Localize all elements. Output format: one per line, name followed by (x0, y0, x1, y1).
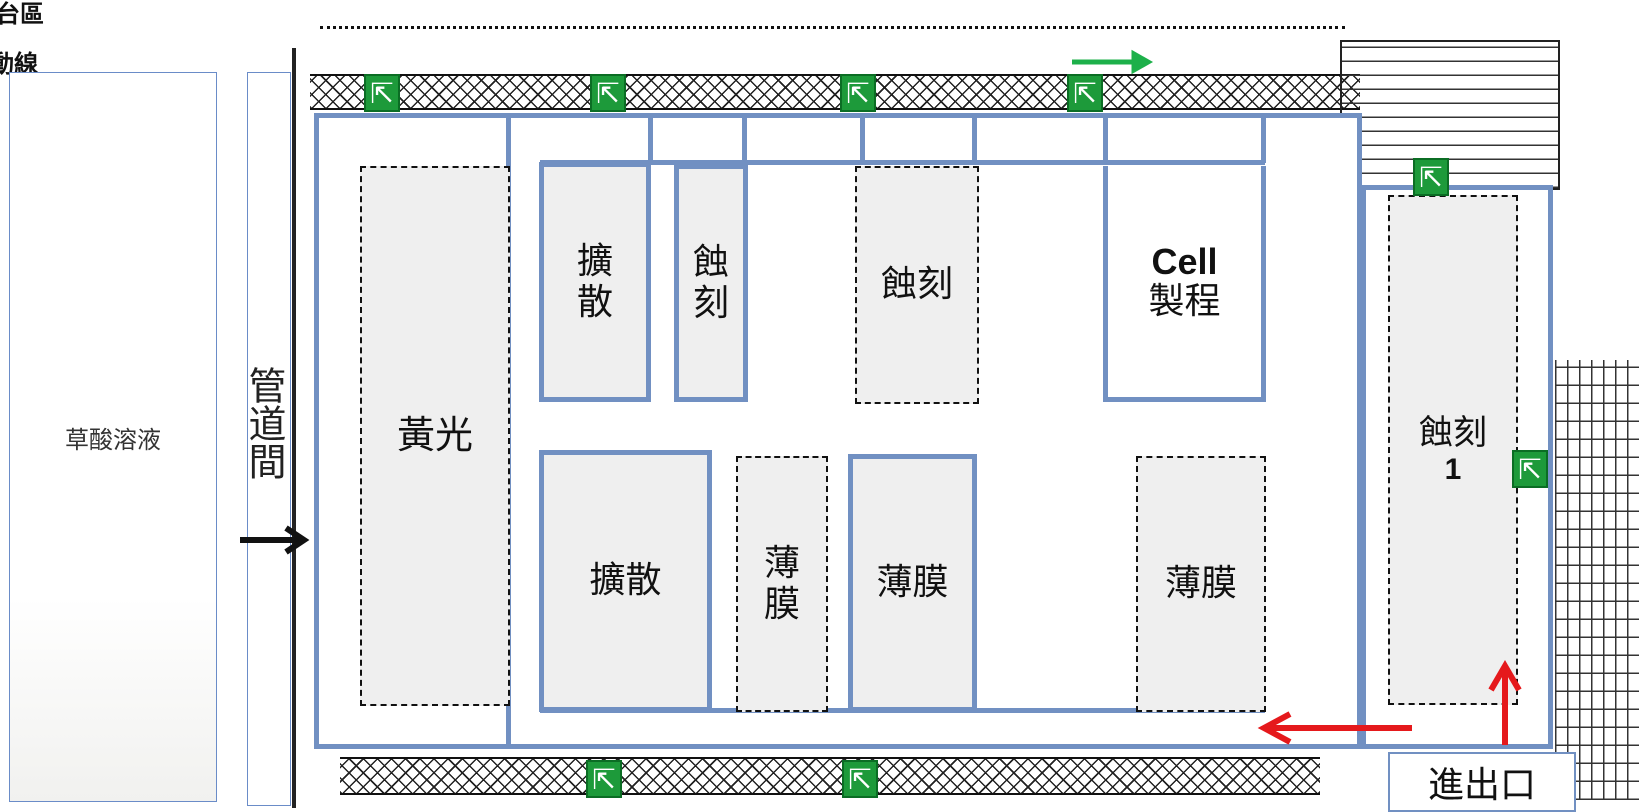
bottom-wall-hatch (340, 757, 1320, 795)
bay-divider-2 (742, 113, 747, 163)
pipe-corridor-panel (247, 72, 291, 806)
right-structure (1340, 40, 1560, 190)
left-wall (292, 48, 296, 808)
zone-film-narrow-label: 薄 膜 (763, 542, 800, 625)
zone-diffusion-top: 擴 散 (539, 162, 651, 402)
emergency-exit-icon: ⇱ (590, 74, 626, 112)
bay-divider-6 (1261, 113, 1266, 163)
zone-cell-process-label-2: 製程 (1148, 280, 1221, 322)
emergency-exit-icon: ⇱ (364, 74, 400, 112)
zone-film-right: 薄膜 (1136, 456, 1266, 712)
pipe-corridor-label: 管道間 (242, 366, 286, 480)
zone-etch-1-label-2: 1 (1444, 453, 1462, 487)
zone-cell-process-label-1: Cell (1151, 240, 1218, 282)
bay-divider-5 (1103, 113, 1108, 163)
top-wall-hatch (310, 74, 1360, 110)
emergency-exit-icon: ⇱ (1067, 74, 1103, 112)
zone-film-right-label: 薄膜 (1164, 563, 1237, 605)
bay-divider-4 (972, 113, 977, 163)
zone-film-mid-label: 薄膜 (876, 562, 949, 604)
zone-etch-small-label: 蝕 刻 (692, 241, 729, 324)
emergency-exit-icon: ⇱ (586, 760, 622, 798)
zone-film-mid: 薄膜 (848, 454, 977, 712)
arrow-icon (1072, 49, 1154, 75)
top-row-rail (540, 160, 1265, 165)
bay-divider-1 (648, 113, 653, 163)
zone-diffusion-bottom-label: 擴散 (589, 560, 662, 602)
emergency-exit-icon: ⇱ (840, 74, 876, 112)
zone-etch-mid-label: 蝕刻 (880, 264, 953, 306)
emergency-exit-icon: ⇱ (1413, 158, 1449, 196)
emergency-exit-icon: ⇱ (1512, 450, 1548, 488)
oxalic-acid-panel: 草酸溶液 (9, 72, 217, 802)
zone-film-narrow: 薄 膜 (736, 456, 828, 712)
right-structure-lower (1555, 360, 1639, 800)
emergency-exit-icon: ⇱ (842, 760, 878, 798)
zone-etch-mid: 蝕刻 (855, 166, 979, 404)
oxalic-acid-label: 草酸溶液 (65, 425, 161, 454)
entrance-box: 進出口 (1388, 752, 1576, 812)
top-wall-dots (320, 26, 1345, 29)
zone-etch-small: 蝕 刻 (674, 164, 748, 402)
legend-title: 台區 (0, 1, 44, 28)
bay-divider-3 (860, 113, 865, 163)
zone-diffusion-top-label: 擴 散 (576, 240, 613, 323)
zone-photolithography-label: 黃光 (396, 413, 473, 458)
zone-etch-1: 蝕刻 1 (1388, 195, 1518, 705)
zone-etch-1-label-1: 蝕刻 (1419, 412, 1487, 453)
zone-photolithography: 黃光 (360, 166, 510, 706)
zone-diffusion-bottom: 擴散 (539, 450, 712, 712)
zone-cell-process: Cell 製程 (1103, 166, 1266, 402)
entrance-label: 進出口 (1427, 765, 1536, 806)
